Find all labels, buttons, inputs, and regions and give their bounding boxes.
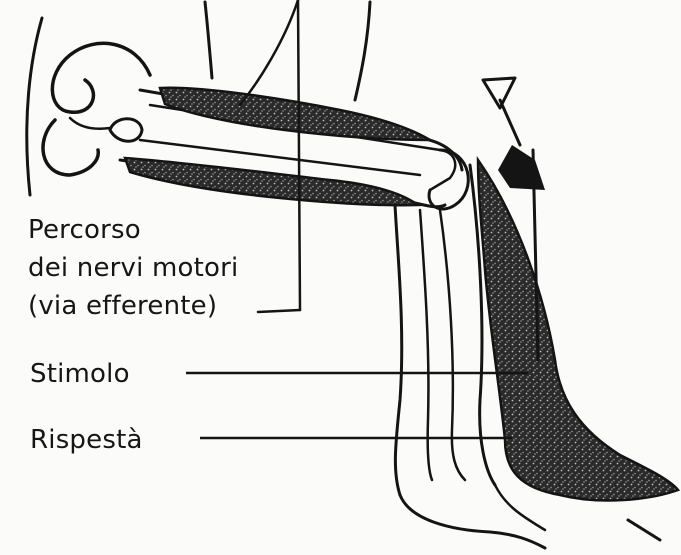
calf-muscle: [478, 160, 678, 500]
percorso-label-line3: (via efferente): [28, 290, 217, 322]
risposta-label: Rispestà: [30, 424, 143, 456]
hamstring-muscle: [125, 158, 418, 205]
quadriceps-muscle: [160, 88, 430, 140]
stray-mark: [628, 520, 660, 540]
foot: [400, 485, 545, 548]
percorso-label-line1: Percorso: [28, 214, 141, 246]
percorso-label-line2: dei nervi motori: [28, 252, 238, 284]
spinal-cord-outline: [43, 43, 150, 175]
stimolo-label: Stimolo: [30, 358, 130, 390]
